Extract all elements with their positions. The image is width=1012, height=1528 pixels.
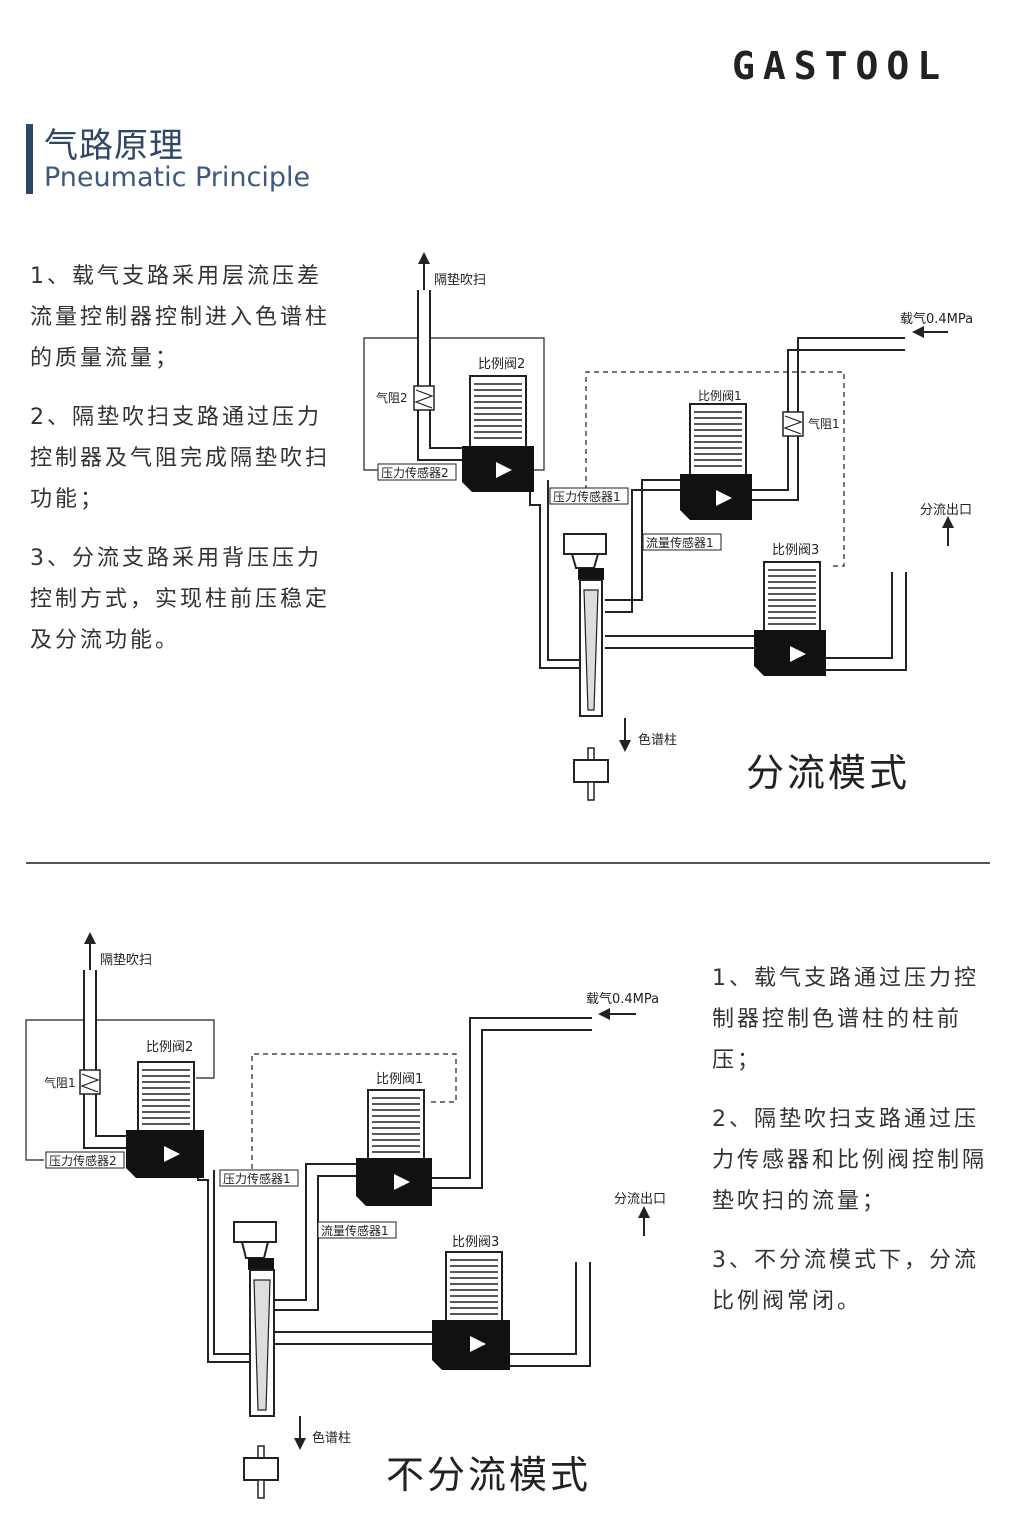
label-restrictor2: 气阻2 xyxy=(376,390,408,405)
label-carrier-gas: 载气0.4MPa xyxy=(900,311,973,327)
label-flow-sensor1: 流量传感器1 xyxy=(321,1223,389,1238)
restrictor1-graphic xyxy=(79,1069,101,1095)
split-desc-item-3: 3、分流支路采用背压压力控制方式，实现柱前压稳定及分流功能。 xyxy=(30,546,331,653)
label-split-outlet: 分流出口 xyxy=(614,1192,666,1207)
restrictor1-graphic xyxy=(782,411,804,437)
split-mode-diagram: 隔垫吹扫 载气0.4MPa 比例阀2 比例阀1 比例阀3 气阻2 气阻1 压力传… xyxy=(363,252,973,801)
label-valve2: 比例阀2 xyxy=(478,357,525,372)
splitless-mode-description: 1、载气支路通过压力控制器控制色谱柱的柱前压； 2、隔垫吹扫支路通过压力传感器和… xyxy=(712,958,997,1340)
gastool-logo: GASTOOL xyxy=(732,48,948,84)
logo-text: GASTOOL xyxy=(732,48,948,84)
main-line-c xyxy=(275,1331,440,1345)
purge-line xyxy=(83,970,130,1149)
splitless-desc-item-1: 1、载气支路通过压力控制器控制色谱柱的柱前压； xyxy=(712,966,979,1073)
split-mode-label: 分流模式 xyxy=(746,751,911,795)
valve1-graphic xyxy=(680,403,752,520)
label-valve3: 比例阀3 xyxy=(772,543,819,558)
label-pressure-sensor1: 压力传感器1 xyxy=(553,489,621,504)
label-pressure-sensor1: 压力传感器1 xyxy=(223,1171,291,1186)
split-desc-item-2: 2、隔垫吹扫支路通过压力控制器及气阻完成隔垫吹扫功能； xyxy=(30,405,331,512)
label-split-outlet: 分流出口 xyxy=(920,503,972,518)
label-restrictor1: 气阻1 xyxy=(808,416,840,431)
splitless-mode-diagram: 隔垫吹扫 载气0.4MPa 比例阀2 比例阀1 比例阀3 气阻1 压力传感器2 … xyxy=(25,932,666,1499)
label-carrier-gas: 载气0.4MPa xyxy=(586,991,659,1007)
section-divider xyxy=(26,862,990,864)
main-line-b xyxy=(275,1163,360,1311)
title-accent-bar xyxy=(26,124,33,194)
label-pressure-sensor2: 压力传感器2 xyxy=(49,1153,117,1168)
label-valve2: 比例阀2 xyxy=(146,1040,193,1055)
valve2-graphic xyxy=(462,375,534,492)
splitless-mode-label: 不分流模式 xyxy=(386,1453,592,1497)
main-line-a xyxy=(529,480,580,669)
dashed-line xyxy=(251,1053,457,1178)
split-desc-item-1: 1、载气支路采用层流压差流量控制器控制进入色谱柱的质量流量； xyxy=(30,264,331,371)
main-line-c xyxy=(605,635,760,649)
split-outlet-line xyxy=(826,572,907,671)
label-restrictor1: 气阻1 xyxy=(44,1075,76,1090)
split-mode-description: 1、载气支路采用层流压差流量控制器控制进入色谱柱的质量流量； 2、隔垫吹扫支路通… xyxy=(30,256,340,679)
label-column: 色谱柱 xyxy=(638,732,677,748)
label-valve3: 比例阀3 xyxy=(452,1235,499,1250)
valve1-graphic xyxy=(356,1089,432,1206)
valve2-graphic xyxy=(126,1061,204,1178)
restrictor2-graphic xyxy=(413,385,435,411)
purge-loop xyxy=(25,1019,215,1161)
page-title-en: Pneumatic Principle xyxy=(44,162,311,193)
splitless-desc-item-3: 3、不分流模式下，分流比例阀常闭。 xyxy=(712,1248,979,1314)
carrier-line xyxy=(430,1017,592,1189)
purge-line xyxy=(417,290,470,461)
page-title-cn: 气路原理 xyxy=(44,126,184,166)
label-valve1: 比例阀1 xyxy=(376,1072,423,1087)
label-column: 色谱柱 xyxy=(312,1430,351,1446)
label-valve1: 比例阀1 xyxy=(698,389,742,403)
main-line-a xyxy=(197,1170,250,1363)
split-outlet-line xyxy=(508,1262,591,1367)
label-septum-purge: 隔垫吹扫 xyxy=(100,952,152,968)
splitless-desc-item-2: 2、隔垫吹扫支路通过压力传感器和比例阀控制隔垫吹扫的流量； xyxy=(712,1107,988,1214)
main-line-b xyxy=(605,479,690,613)
valve3-graphic xyxy=(754,561,826,676)
label-septum-purge: 隔垫吹扫 xyxy=(434,272,486,288)
injector-graphic xyxy=(233,1221,279,1499)
label-pressure-sensor2: 压力传感器2 xyxy=(381,465,449,480)
valve3-graphic xyxy=(432,1251,510,1370)
injector-graphic xyxy=(563,533,609,801)
purge-loop xyxy=(363,337,545,471)
label-flow-sensor1: 流量传感器1 xyxy=(646,535,714,550)
